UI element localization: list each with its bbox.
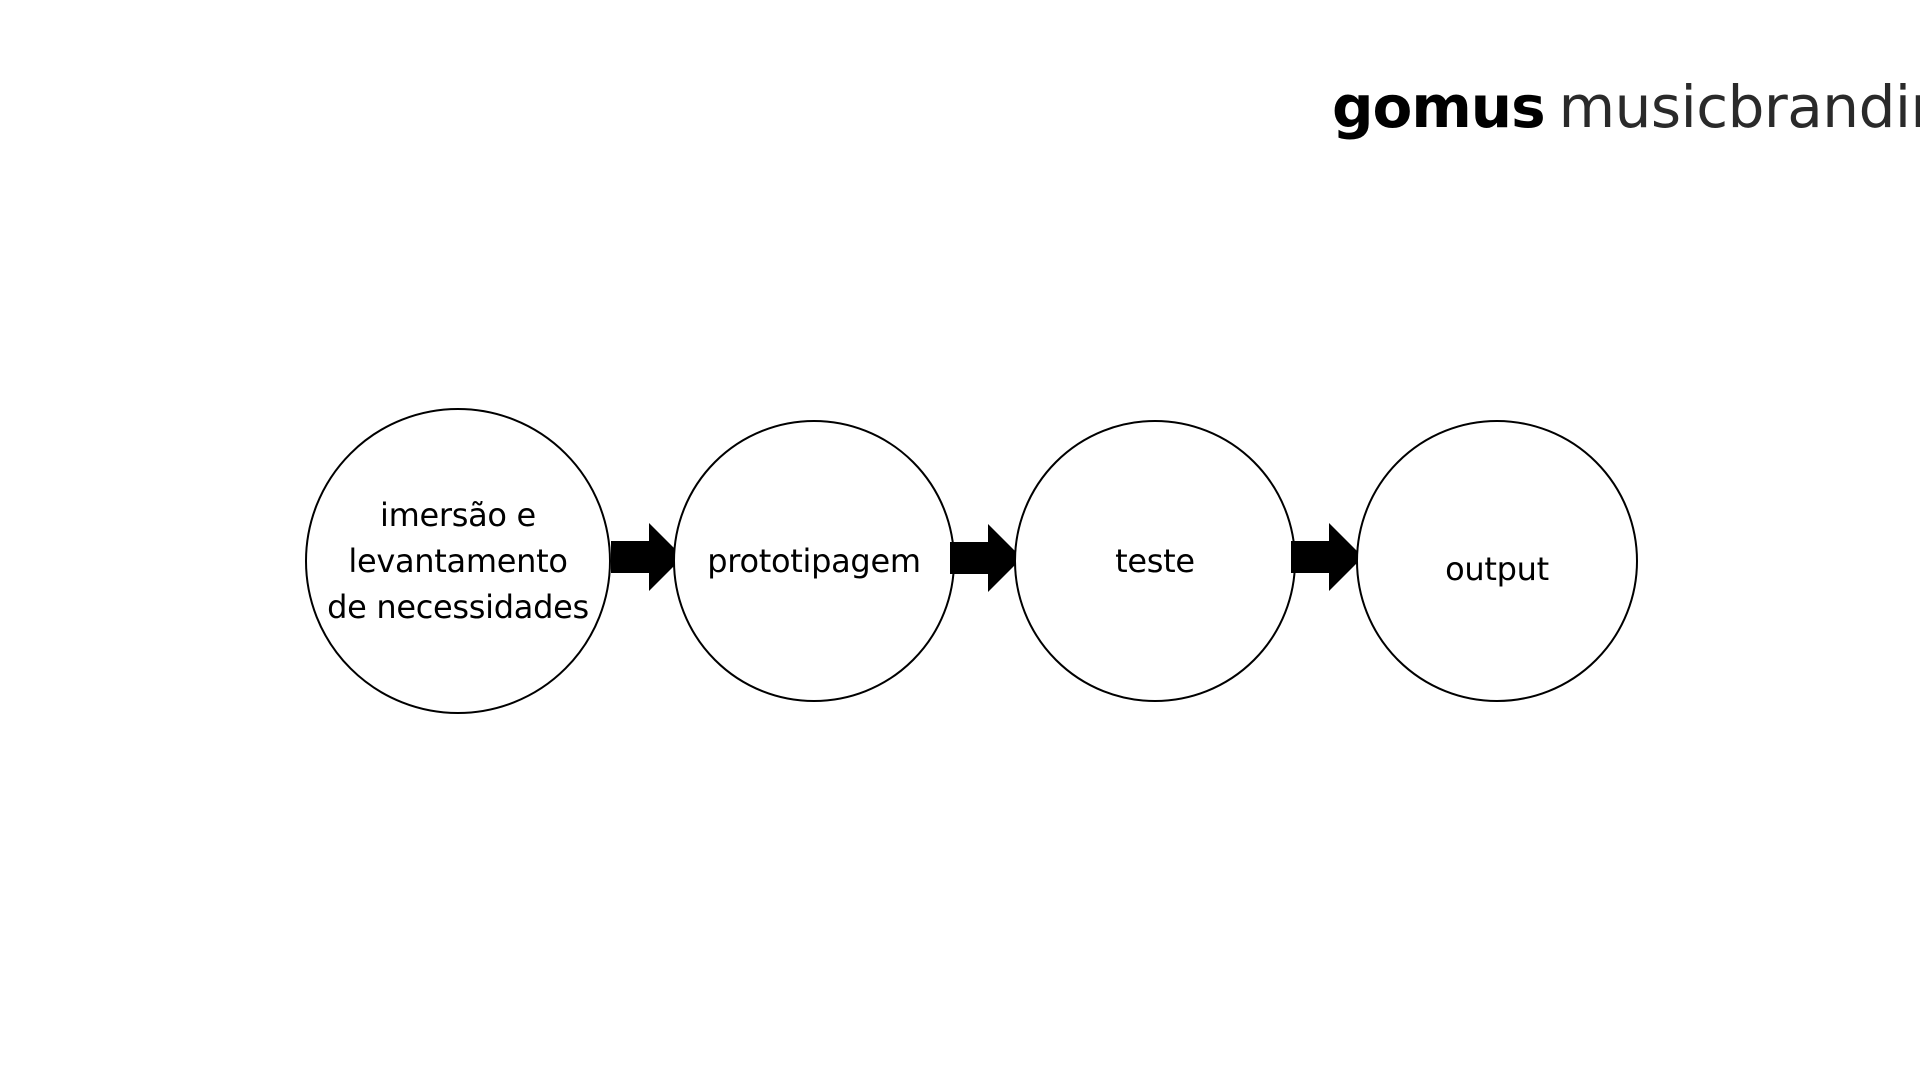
arrow-right-shape (1291, 523, 1363, 591)
arrow-right-shape (611, 523, 683, 591)
arrow-right-icon (1291, 523, 1363, 591)
brand-name-light: musicbranding (1558, 73, 1920, 141)
step-node-test: teste (1014, 420, 1296, 702)
step-node-output: output (1356, 420, 1638, 702)
step-label-output: output (1445, 550, 1549, 588)
step-label-prototyping: prototipagem (707, 542, 921, 580)
step-node-immersion: imersão e levantamento de necessidades (305, 408, 611, 714)
step-label-immersion: imersão e levantamento de necessidades (327, 496, 589, 626)
brand-name-bold: gomus (1332, 73, 1546, 141)
arrow-right-shape (950, 524, 1022, 592)
brand-logo: gomusmusicbranding (1332, 72, 1920, 142)
arrow-right-icon (611, 523, 683, 591)
step-node-prototyping: prototipagem (673, 420, 955, 702)
step-label-test: teste (1115, 542, 1195, 580)
arrow-right-icon (950, 524, 1022, 592)
